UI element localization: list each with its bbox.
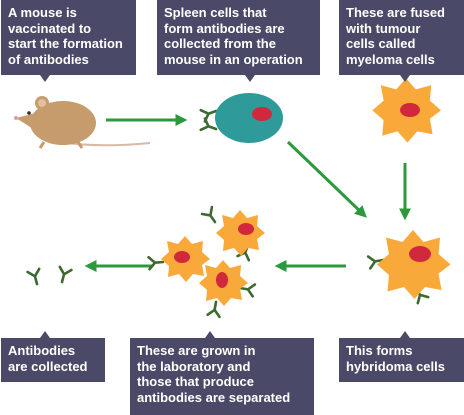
label-spleen: Spleen cells that form antibodies are co… <box>157 0 320 75</box>
hybridoma-cell-icon <box>366 230 451 305</box>
arrow-spleen-to-hybridoma <box>286 140 367 218</box>
label-spleen-notch <box>245 75 255 82</box>
mouse-icon <box>14 96 151 149</box>
label-hybridoma-notch <box>400 331 410 338</box>
antibody-icon <box>26 265 73 287</box>
label-myeloma: These are fused with tumour cells called… <box>339 0 464 75</box>
label-grown-notch <box>205 331 215 338</box>
label-hybridoma: This forms hybridoma cells <box>339 338 464 382</box>
myeloma-cell-icon <box>372 78 441 143</box>
cell-cluster <box>147 205 265 319</box>
label-myeloma-notch <box>400 75 410 82</box>
spleen-cell-icon <box>199 93 283 143</box>
label-mouse: A mouse is vaccinated to start the forma… <box>1 0 136 75</box>
label-collected: Antibodies are collected <box>1 338 105 382</box>
label-grown: These are grown in the laboratory and th… <box>130 338 314 415</box>
label-collected-notch <box>40 331 50 338</box>
label-mouse-notch <box>40 75 50 82</box>
